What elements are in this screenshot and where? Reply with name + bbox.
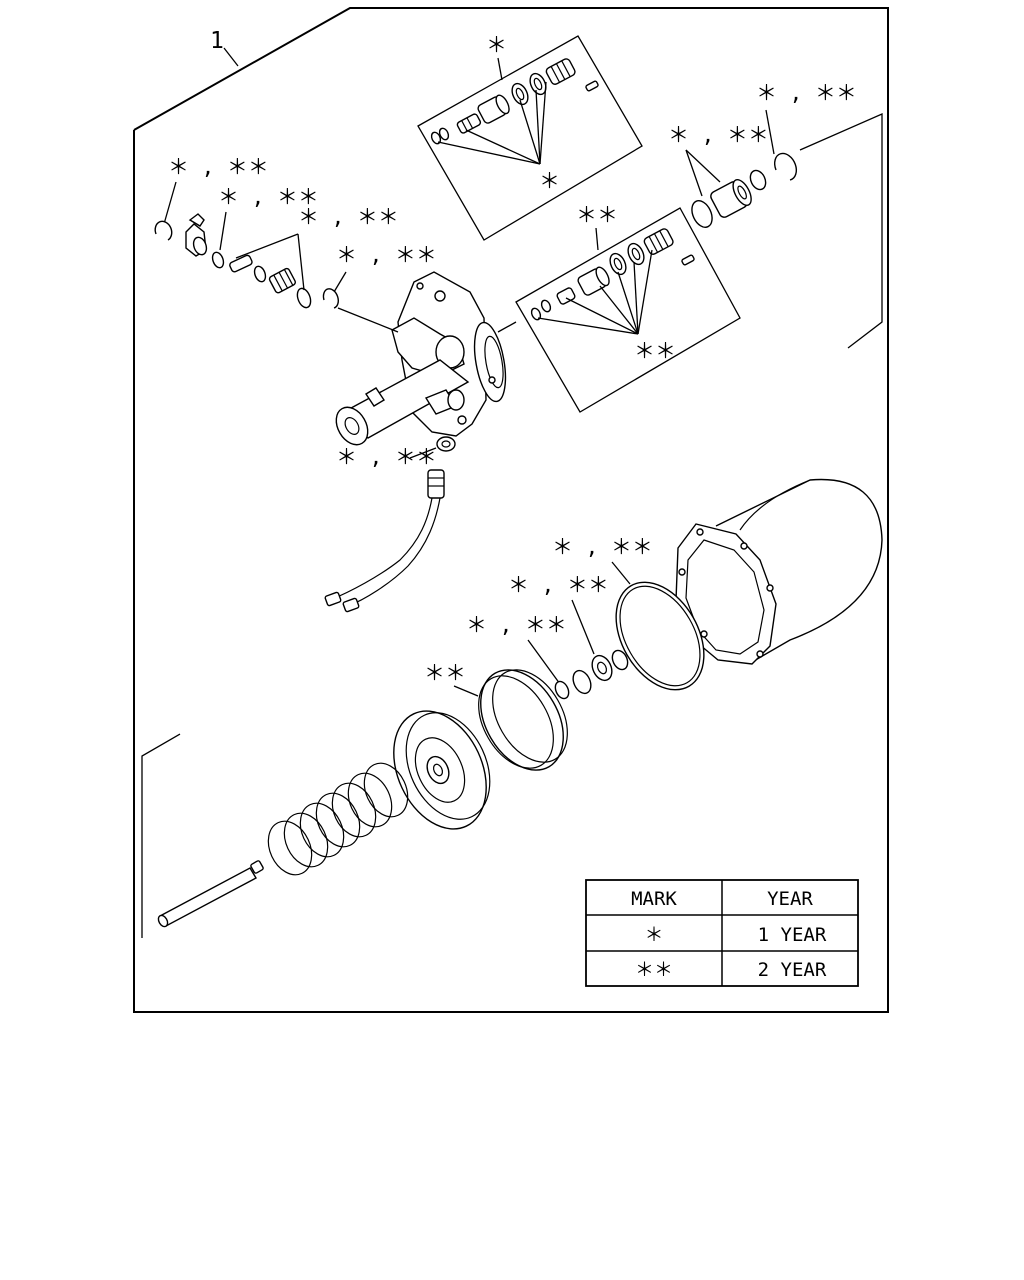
snap-ring-left-callout: ＊ , ＊＊ [168,155,269,179]
legend-table: MARK YEAR ＊ 1 YEAR ＊＊ 2 YEAR [585,879,859,987]
piston-right-callout: ＊ , ＊＊ [668,123,769,147]
oring-elbow-callout: ＊ , ＊＊ [218,185,319,209]
assembly-frame [133,7,889,1013]
snap-ring-right [774,152,798,181]
piston-cup [478,669,568,771]
piston-plate [393,710,491,830]
item-number-leader [223,47,239,67]
washer-nut-callout: ＊ , ＊＊ [508,573,609,597]
legend-row-year: 1 YEAR [758,924,827,946]
snap-ring-body-callout: ＊ , ＊＊ [336,243,437,267]
pressure-switch [324,469,445,613]
snap-ring-left [154,220,173,241]
elbow-fitting [185,213,208,257]
legend-row-year: 2 YEAR [758,959,827,981]
item-number-label: 1 [210,28,224,54]
upper-kit-callout: ＊ [486,33,507,57]
spring-seat-callout: ＊ , ＊＊ [298,205,399,229]
valve-body [335,271,517,446]
legend-row-mark: ＊＊ [635,959,673,981]
washer-switch-callout: ＊ , ＊＊ [336,445,437,469]
lower-kit-callout: ＊＊ [576,203,618,227]
washer-small-callout: ＊ , ＊＊ [466,613,567,637]
snap-ring-body [322,288,339,309]
lower-kit-bottom-callout: ＊＊ [634,339,676,363]
legend-header-year: YEAR [767,888,813,910]
gasket-oring [615,581,705,691]
piston-cup-callout: ＊＊ [424,661,466,685]
legend-header-mark: MARK [631,888,677,910]
push-rod [157,860,264,928]
return-spring [267,762,409,876]
cylinder-housing [675,478,883,665]
spring-seat-pin [229,254,312,309]
gasket-oring-callout: ＊ , ＊＊ [552,535,653,559]
upper-kit-group: ＊ ＊ [417,33,643,241]
lower-kit-group: ＊＊ ＊＊ [515,203,741,413]
upper-kit-bottom-callout: ＊ [539,169,560,193]
left-bracket [141,733,181,938]
legend-row-mark: ＊ [644,924,663,946]
right-bracket [799,113,883,349]
piston-right [710,178,752,218]
snap-ring-right-callout: ＊ , ＊＊ [756,81,857,105]
